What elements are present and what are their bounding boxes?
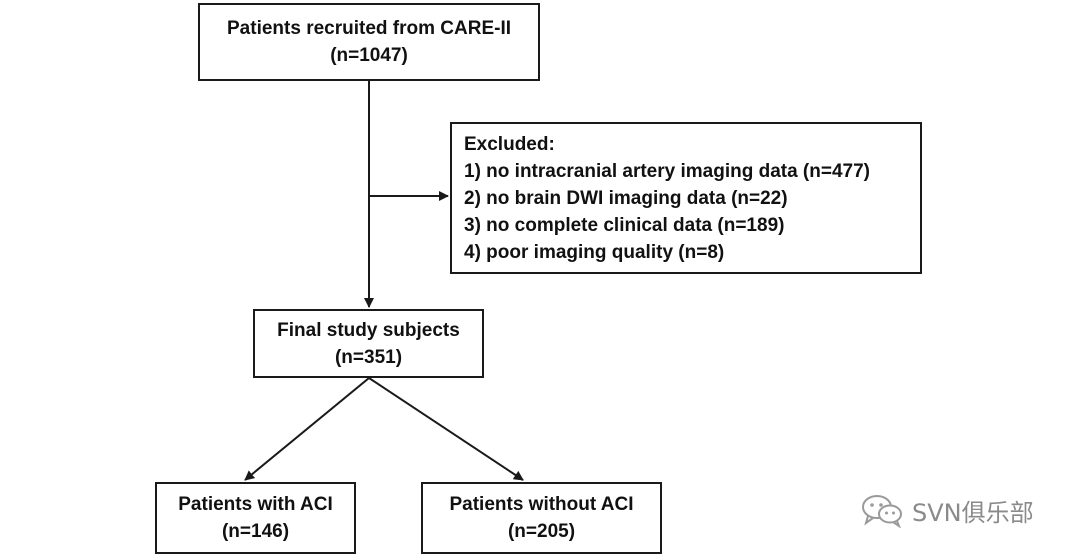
arrow-final-to-with-aci [244, 377, 370, 481]
excluded-item: 2) no brain DWI imaging data (n=22) [464, 187, 788, 209]
excluded-box: Excluded: 1) no intracranial artery imag… [450, 122, 922, 274]
without-aci-box: Patients without ACI (n=205) [421, 482, 662, 554]
watermark: SVN俱乐部 [860, 492, 1034, 528]
with-aci-box: Patients with ACI (n=146) [155, 482, 356, 554]
with-aci-count: (n=146) [221, 521, 290, 542]
arrow-final-to-without-aci [368, 377, 524, 481]
final-subjects-box: Final study subjects (n=351) [253, 309, 484, 378]
recruited-count: (n=1047) [330, 45, 408, 66]
final-count: (n=351) [334, 346, 403, 368]
excluded-title: Excluded: [464, 133, 555, 155]
excluded-item: 1) no intracranial artery imaging data (… [464, 160, 870, 182]
excluded-item: 4) poor imaging quality (n=8) [464, 241, 725, 263]
with-aci-title: Patients with ACI [178, 494, 333, 515]
watermark-text: SVN俱乐部 [912, 498, 1034, 527]
without-aci-title: Patients without ACI [449, 494, 634, 515]
recruited-title: Patients recruited from CARE-II [227, 18, 511, 39]
excluded-item: 3) no complete clinical data (n=189) [464, 214, 785, 236]
without-aci-count: (n=205) [507, 521, 576, 542]
final-title: Final study subjects [277, 319, 460, 341]
wechat-icon [862, 495, 902, 528]
recruited-box: Patients recruited from CARE-II (n=1047) [198, 3, 540, 81]
